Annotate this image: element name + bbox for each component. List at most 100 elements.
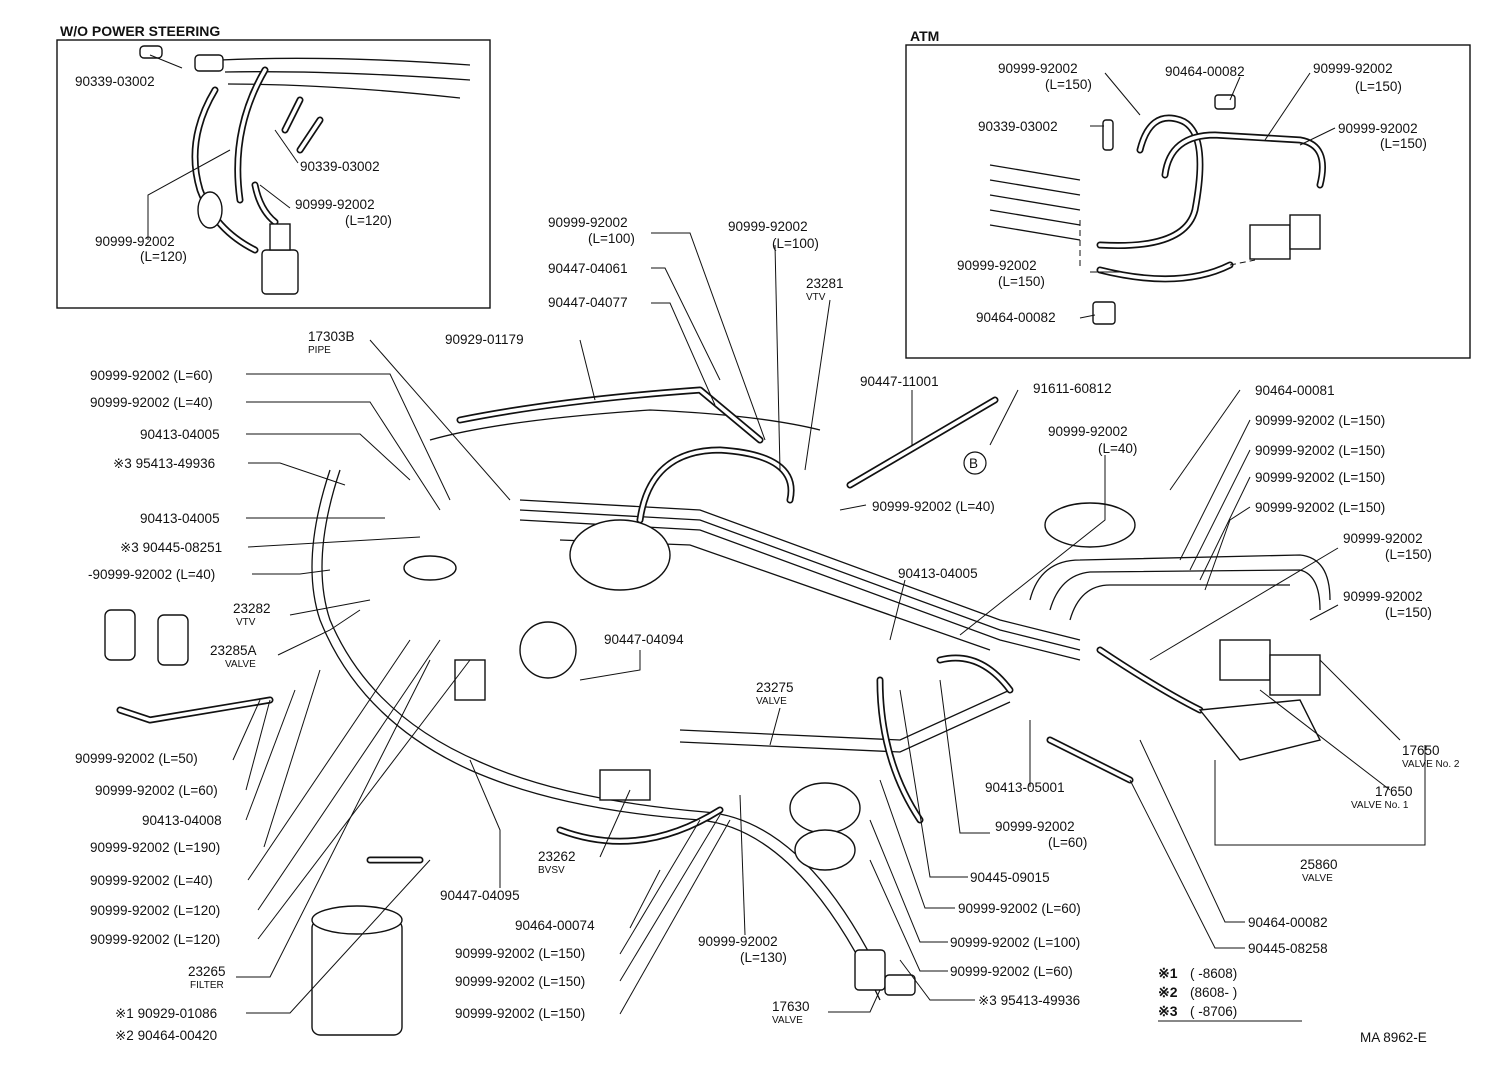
part-name-label: VALVE No. 1 (1351, 800, 1409, 811)
leader-lines (147, 54, 1426, 1015)
part-label: 90464-00081 (1255, 383, 1335, 398)
inset-frame-atm (905, 44, 1471, 359)
part-label: 90999-92002 (728, 219, 808, 234)
part-label: ※3 95413-49936 (113, 456, 215, 471)
part-label: 90999-92002 (L=120) (90, 932, 220, 947)
footnote-range: ( -8706) (1190, 1004, 1237, 1019)
part-label: 90999-92002 (L=60) (90, 368, 213, 383)
part-label: 90447-11001 (860, 374, 939, 389)
part-label: 90999-92002 (L=190) (90, 840, 220, 855)
part-number-label: 23262 (538, 849, 576, 864)
length-label: (L=120) (140, 249, 187, 264)
part-label: 90999-92002 (L=40) (90, 395, 213, 410)
part-label: 90339-03002 (978, 119, 1058, 134)
part-name-label: VALVE (1302, 873, 1333, 884)
part-label: 90999-92002 (L=100) (950, 935, 1080, 950)
length-label: (L=100) (772, 236, 819, 251)
part-name-label: VALVE (756, 696, 787, 707)
part-label: 90464-00082 (976, 310, 1056, 325)
part-label: 90999-92002 (95, 234, 175, 249)
part-name-label: VTV (806, 292, 826, 303)
length-label: (L=100) (588, 231, 635, 246)
part-number-label: 17630 (772, 999, 810, 1014)
inset-wo-ps-art (139, 45, 471, 295)
part-label: ※3 90445-08251 (120, 540, 222, 555)
part-label: 90413-04005 (140, 511, 220, 526)
length-label: (L=150) (1355, 79, 1402, 94)
part-label: 90999-92002 (1343, 531, 1423, 546)
part-number-label: 25860 (1300, 857, 1338, 872)
part-label: 90999-92002 (L=60) (958, 901, 1081, 916)
part-name-label: VTV (236, 617, 256, 628)
length-label: (L=60) (1048, 835, 1087, 850)
part-label: 90999-92002 (L=120) (90, 903, 220, 918)
inset-title-wo-power-steering: W/O POWER STEERING (60, 23, 220, 39)
part-label: 90464-00082 (1165, 64, 1245, 79)
part-label: 90999-92002 (1338, 121, 1418, 136)
footnote-mark: ※2 (1158, 984, 1178, 1000)
part-label: 90999-92002 (1313, 61, 1393, 76)
length-label: (L=150) (1045, 77, 1092, 92)
part-label: 90413-05001 (985, 780, 1065, 795)
part-name-label: VALVE No. 2 (1402, 759, 1460, 770)
part-label: 90999-92002 (L=150) (1255, 500, 1385, 515)
inset-title-atm: ATM (910, 28, 939, 44)
part-label: 90999-92002 (L=150) (1255, 413, 1385, 428)
part-label: 90999-92002 (698, 934, 778, 949)
footnote-range: ( -8608) (1190, 966, 1237, 981)
part-number-label: 23281 (806, 276, 844, 291)
part-label: 90339-03002 (300, 159, 380, 174)
figure-id: MA 8962-E (1360, 1030, 1427, 1045)
length-label: (L=150) (1380, 136, 1427, 151)
part-label: 90999-92002 (957, 258, 1037, 273)
inset-atm-art (989, 94, 1326, 325)
part-label: 90999-92002 (998, 61, 1078, 76)
part-name-label: VALVE (225, 659, 256, 670)
part-label: 90999-92002 (L=50) (75, 751, 198, 766)
part-number-label: 23275 (756, 680, 794, 695)
part-number-label: 17303B (308, 329, 355, 344)
part-number-label: 17650 (1402, 743, 1440, 758)
footnote-range: (8608- ) (1190, 985, 1237, 1000)
part-name-label: BVSV (538, 865, 565, 876)
part-label: 90447-04077 (548, 295, 628, 310)
part-name-label: FILTER (190, 980, 224, 991)
part-label: -90999-92002 (L=40) (88, 567, 215, 582)
part-number-label: 17650 (1375, 784, 1413, 799)
part-label: 90999-92002 (995, 819, 1075, 834)
part-label: 90339-03002 (75, 74, 155, 89)
part-label: 90999-92002 (L=150) (455, 974, 585, 989)
part-label: 90999-92002 (548, 215, 628, 230)
part-label: 90999-92002 (L=150) (455, 1006, 585, 1021)
part-label: 90999-92002 (L=150) (1255, 443, 1385, 458)
part-name-label: PIPE (308, 345, 331, 356)
length-label: (L=150) (998, 274, 1045, 289)
part-label: 90447-04095 (440, 888, 520, 903)
part-label: 90413-04005 (140, 427, 220, 442)
part-label: 90464-00082 (1248, 915, 1328, 930)
part-number-label: 23285A (210, 643, 257, 658)
part-label: 90999-92002 (1048, 424, 1128, 439)
part-label: 90447-04061 (548, 261, 628, 276)
footnote-mark: ※1 (1158, 965, 1178, 981)
part-label: 90464-00074 (515, 918, 595, 933)
part-label: 91611-60812 (1033, 381, 1112, 396)
part-label: 90999-92002 (L=150) (1255, 470, 1385, 485)
part-name-label: VALVE (772, 1015, 803, 1026)
part-label: 90929-01179 (445, 332, 524, 347)
part-label: ※2 90464-00420 (115, 1028, 217, 1043)
length-label: (L=130) (740, 950, 787, 965)
part-number-label: 23265 (188, 964, 226, 979)
part-label: 90999-92002 (L=60) (950, 964, 1073, 979)
part-label: 90999-92002 (L=60) (95, 783, 218, 798)
part-label: 90999-92002 (295, 197, 375, 212)
part-label: 90999-92002 (L=40) (872, 499, 995, 514)
part-label: 90999-92002 (L=150) (455, 946, 585, 961)
footnote-mark: ※3 (1158, 1003, 1178, 1019)
length-label: (L=40) (1098, 441, 1137, 456)
callout-letter: B (969, 456, 978, 471)
part-label: ※1 90929-01086 (115, 1006, 217, 1021)
callout-circle-b (963, 451, 987, 475)
part-label: 90447-04094 (604, 632, 684, 647)
